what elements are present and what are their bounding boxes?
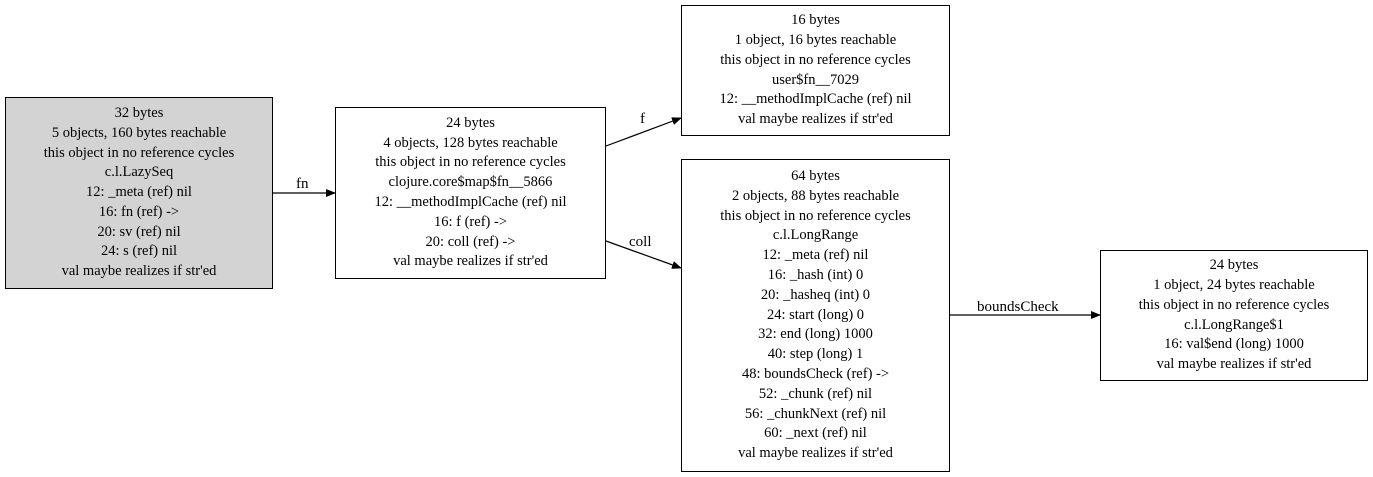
node-line: 32: end (long) 1000 — [758, 326, 873, 343]
node-line: 12: _meta (ref) nil — [762, 247, 869, 264]
node-line: 2 objects, 88 bytes reachable — [731, 187, 900, 204]
node-line: this object in no reference cycles — [720, 207, 911, 224]
node-user-fn: 16 bytes 1 object, 16 bytes reachable this… — [681, 5, 950, 136]
node-line: 60: _next (ref) nil — [764, 425, 867, 442]
node-line: 1 object, 16 bytes reachable — [734, 31, 897, 48]
node-line: 16: val$end (long) 1000 — [1164, 336, 1304, 353]
node-line: 1 object, 24 bytes reachable — [1153, 276, 1315, 293]
node-line: 20: coll (ref) -> — [425, 233, 516, 250]
node-line: 16: f (ref) -> — [434, 213, 507, 230]
node-line: 16 bytes — [791, 12, 840, 29]
node-line: c.l.LazySeq — [104, 164, 174, 181]
node-lazyseq: 32 bytes 5 objects, 160 bytes reachable th… — [5, 97, 273, 289]
edge-f — [605, 117, 682, 147]
node-line: 20: _hasheq (int) 0 — [760, 286, 871, 303]
node-line: 48: boundsCheck (ref) -> — [741, 365, 890, 382]
node-longrange: 64 bytes 2 objects, 88 bytes reachable thi… — [681, 159, 950, 472]
node-line: val maybe realizes if str'ed — [393, 253, 548, 270]
node-line: 12: __methodImplCache (ref) nil — [719, 91, 912, 108]
node-line: 5 objects, 160 bytes reachable — [51, 124, 227, 141]
node-line: 64 bytes — [791, 168, 840, 185]
edge-label-boundscheck: boundsCheck — [977, 299, 1059, 315]
node-line: this object in no reference cycles — [375, 154, 566, 171]
node-line: 40: step (long) 1 — [767, 346, 864, 363]
edge-label-fn: fn — [296, 176, 309, 192]
edge-label-coll: coll — [629, 234, 652, 250]
node-line: 16: _hash (int) 0 — [767, 267, 864, 283]
node-line: 16: fn (ref) -> — [98, 203, 180, 220]
node-line: c.l.LongRange — [772, 227, 859, 244]
node-line: 12: _meta (ref) nil — [86, 184, 192, 201]
node-line: this object in no reference cycles — [720, 51, 911, 68]
node-line: 24: s (ref) nil — [100, 243, 178, 260]
edge-coll — [605, 240, 682, 269]
node-line: val maybe realizes if str'ed — [738, 111, 893, 128]
node-longrange-1: 24 bytes 1 object, 24 bytes reachable this… — [1100, 250, 1368, 381]
node-line: 12: __methodImplCache (ref) nil — [374, 194, 567, 210]
node-line: 4 objects, 128 bytes reachable — [383, 134, 558, 151]
node-line: val maybe realizes if str'ed — [1156, 356, 1312, 373]
node-line: this object in no reference cycles — [1138, 296, 1330, 313]
node-line: user$fn__7029 — [772, 71, 859, 88]
node-line: c.l.LongRange$1 — [1184, 316, 1284, 333]
node-line: 24 bytes — [1209, 257, 1259, 274]
node-map-fn: 24 bytes 4 objects, 128 bytes reachable th… — [335, 107, 606, 279]
node-line: 20: sv (ref) nil — [97, 223, 181, 240]
node-line: clojure.core$map$fn__5866 — [388, 174, 553, 191]
node-line: 24: start (long) 0 — [766, 306, 865, 323]
node-line: val maybe realizes if str'ed — [738, 445, 893, 462]
edge-label-f: f — [640, 111, 645, 127]
node-line: 24 bytes — [446, 114, 495, 131]
node-line: this object in no reference cycles — [43, 144, 235, 161]
node-line: val maybe realizes if str'ed — [61, 263, 217, 280]
node-line: 32 bytes — [114, 104, 164, 121]
node-line: 52: _chunk (ref) nil — [758, 385, 873, 402]
node-line: 56: _chunkNext (ref) nil — [744, 405, 887, 422]
